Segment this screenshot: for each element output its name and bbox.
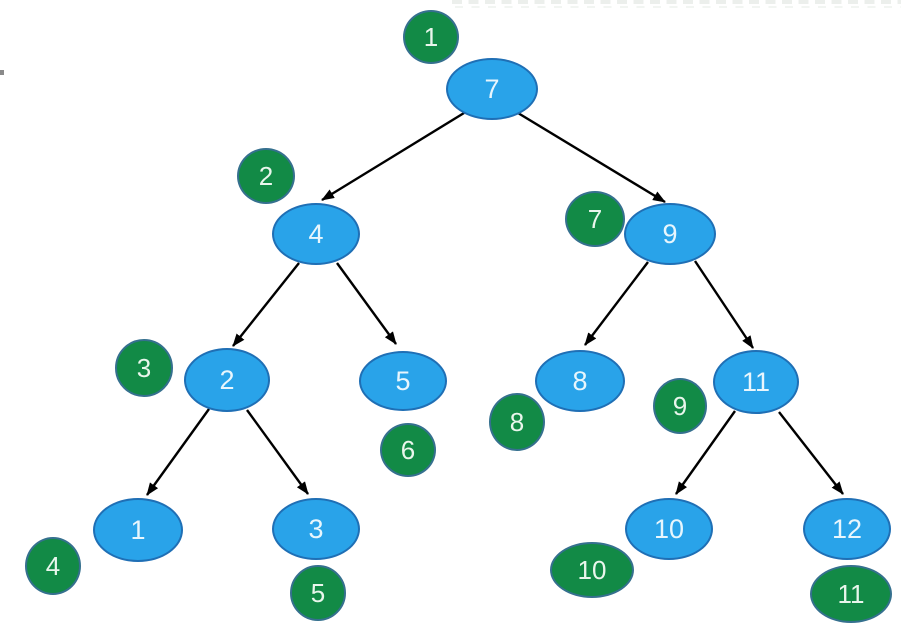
order-badge-2-for-node-4: 2: [237, 148, 295, 204]
edge-4-to-2: [232, 262, 300, 347]
tree-node-3: 3: [272, 498, 360, 560]
order-badge-1-for-node-7: 1: [403, 10, 459, 64]
order-badge-7-for-node-9: 7: [565, 191, 625, 247]
order-badge-5-for-node-3: 5: [290, 565, 346, 621]
edge-11-to-12: [778, 411, 844, 495]
tree-node-1: 1: [93, 498, 183, 562]
tree-node-5: 5: [359, 351, 447, 411]
tree-node-9: 9: [624, 203, 716, 265]
edge-4-to-5: [336, 262, 397, 345]
tree-node-4: 4: [272, 203, 360, 265]
order-badge-11-for-node-12: 11: [810, 565, 892, 623]
tree-node-8: 8: [535, 350, 625, 412]
order-badge-4-for-node-1: 4: [25, 537, 81, 595]
edge-7-to-9: [517, 111, 666, 204]
tree-node-12: 12: [803, 498, 891, 560]
tree-node-11: 11: [713, 350, 799, 414]
tree-node-10: 10: [625, 498, 713, 560]
order-badge-10-for-node-10: 10: [550, 542, 634, 598]
tree-node-7: 7: [446, 58, 538, 120]
edge-9-to-8: [584, 261, 649, 346]
order-badge-3-for-node-2: 3: [115, 339, 173, 397]
tree-node-2: 2: [184, 348, 270, 412]
edge-7-to-4: [321, 111, 465, 202]
left-edge-speck: [0, 70, 4, 75]
edge-2-to-1: [146, 408, 210, 496]
order-badge-6-for-node-5: 6: [380, 423, 436, 477]
cropped-text-artifact: [452, 0, 901, 9]
order-badge-8-for-node-8: 8: [489, 393, 545, 451]
edge-2-to-3: [246, 409, 309, 495]
edge-9-to-11: [694, 260, 754, 349]
order-badge-9-for-node-11: 9: [653, 378, 707, 434]
